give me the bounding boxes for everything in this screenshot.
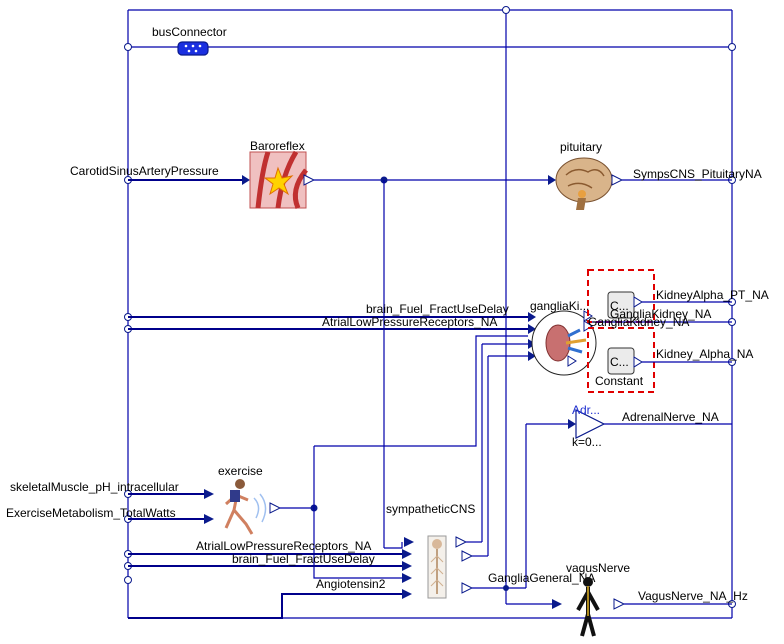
wire-angiotensin [128,593,402,619]
sympathetic-input-port [402,549,412,559]
signal-skeletal-ph: skeletalMuscle_pH_intracellular [10,480,179,494]
runner-head [235,479,245,489]
constant-bottom-output-port [633,356,643,368]
signal-kidney-alpha-pt: KidneyAlpha_PT_NA [656,288,769,302]
exercise-input-port [204,514,214,524]
signal-brain-fuel-upper: brain_Fuel_FractUseDelay [366,302,509,316]
bus-connector-shape [177,41,209,56]
ganglia-kidney-label: gangliaKi... [530,299,589,313]
motion-lines [253,493,267,523]
signal-adrenal-nerve: AdrenalNerve_NA [622,410,719,424]
vagus-output-port [613,598,626,610]
sympathetic-cns-block[interactable]: sympatheticCNS [386,502,475,599]
sympathetic-output-port [461,550,474,562]
bus-connector[interactable]: busConnector [152,25,227,56]
signal-atrial-upper: AtrialLowPressureReceptors_NA [322,315,497,329]
junction [124,576,132,584]
bus-pin [187,49,191,53]
constant-bottom-name: Constant [595,374,644,388]
vagus-nerve-label: vagusNerve [566,561,630,575]
brain-stem [576,198,586,210]
highlight-box [587,327,655,393]
signal-ganglia-general: GangliaGeneral_NA [488,571,595,585]
wire-exercise-to-ganglia [314,335,528,447]
signal-brain-fuel-lower: brain_Fuel_FractUseDelay [232,552,375,566]
bus-pin [191,44,195,48]
exercise-input-port [204,489,214,499]
brain-small-icon [432,539,442,549]
signal-angiotensin: Angiotensin2 [316,577,386,591]
signal-ganglia-kidney-na: GangliaKidney_NA [610,307,711,321]
signal-ganglia-kidney-overlap: GangliaKidney_NA [588,315,689,329]
runner-shirt [230,490,240,502]
bus-pin [194,49,198,53]
constant-top-block[interactable]: C... [607,291,635,319]
sympathetic-output-port [455,536,468,548]
signal-atrial-lower: AtrialLowPressureReceptors_NA [196,539,371,553]
ganglia-input-port [528,324,536,334]
kidney-vessels [567,328,583,354]
junction [502,6,510,14]
bus-junctions [124,6,736,608]
signal-kidney-alpha-na: Kidney_Alpha_NA [656,347,753,361]
sympathetic-input-port [402,589,412,599]
adrenal-label: Adr... [572,403,600,417]
wire-node [503,585,509,591]
signal-symps-pituitary: SympsCNS_PituitaryNA [633,167,762,181]
constant-bottom-code: C... [610,355,629,369]
ganglia-input-port [528,312,536,322]
signal-vagus-hz: VagusNerve_NA_Hz [638,589,748,603]
constant-top-code: C... [610,299,629,313]
vagus-nerve-block[interactable]: vagusNerve [566,561,630,637]
exercise-output-port [269,502,282,514]
baroreflex-output-port [303,174,316,186]
signal-carotid: CarotidSinusArteryPressure [70,164,219,178]
bus-connector-label: busConnector [152,25,227,39]
ganglia-kidney-block[interactable]: gangliaKi... [530,299,597,376]
sympathetic-input-port [404,537,414,547]
body-head [583,577,593,587]
junction [124,43,132,51]
pituitary-gland [578,190,586,198]
wire-exercise-to-sympathetic [313,508,402,579]
pituitary-block[interactable]: pituitary [555,140,613,210]
vagus-input-port [552,599,562,609]
bus-pin [198,44,202,48]
baroreflex-input-port [242,175,250,185]
baroreflex-label: Baroreflex [250,139,305,153]
bus-pin [184,44,188,48]
sympathetic-output-port [461,582,474,594]
exercise-block[interactable]: exercise [218,464,267,535]
sympathetic-cns-label: sympatheticCNS [386,502,475,516]
pituitary-input-port [548,175,556,185]
adrenal-gain-triangle [575,409,606,439]
sympathetic-input-port [402,561,412,571]
spark-icon [263,166,294,196]
pituitary-label: pituitary [560,140,602,154]
adrenal-param: k=0... [572,435,602,449]
ganglia-input-port [528,351,536,361]
junction [728,43,736,51]
sympathetic-input-port [402,573,412,583]
adrenal-gain-block[interactable]: Adr... k=0... [572,403,606,449]
adrenal-input-port [568,419,576,429]
exercise-label: exercise [218,464,263,478]
baroreflex-block[interactable]: Baroreflex [249,139,308,210]
kidney-ureter [565,338,587,345]
brain-folds [565,168,605,189]
signal-exercise-watts: ExerciseMetabolism_TotalWatts [6,506,176,520]
constant-bottom-block[interactable]: C... Constant [595,347,644,388]
nerve-branches [430,555,444,587]
pituitary-output-port [611,174,624,186]
wire-baro-to-sympathetic [384,542,403,549]
ganglia-output-port [567,355,577,367]
constant-top-output-port [633,296,643,308]
